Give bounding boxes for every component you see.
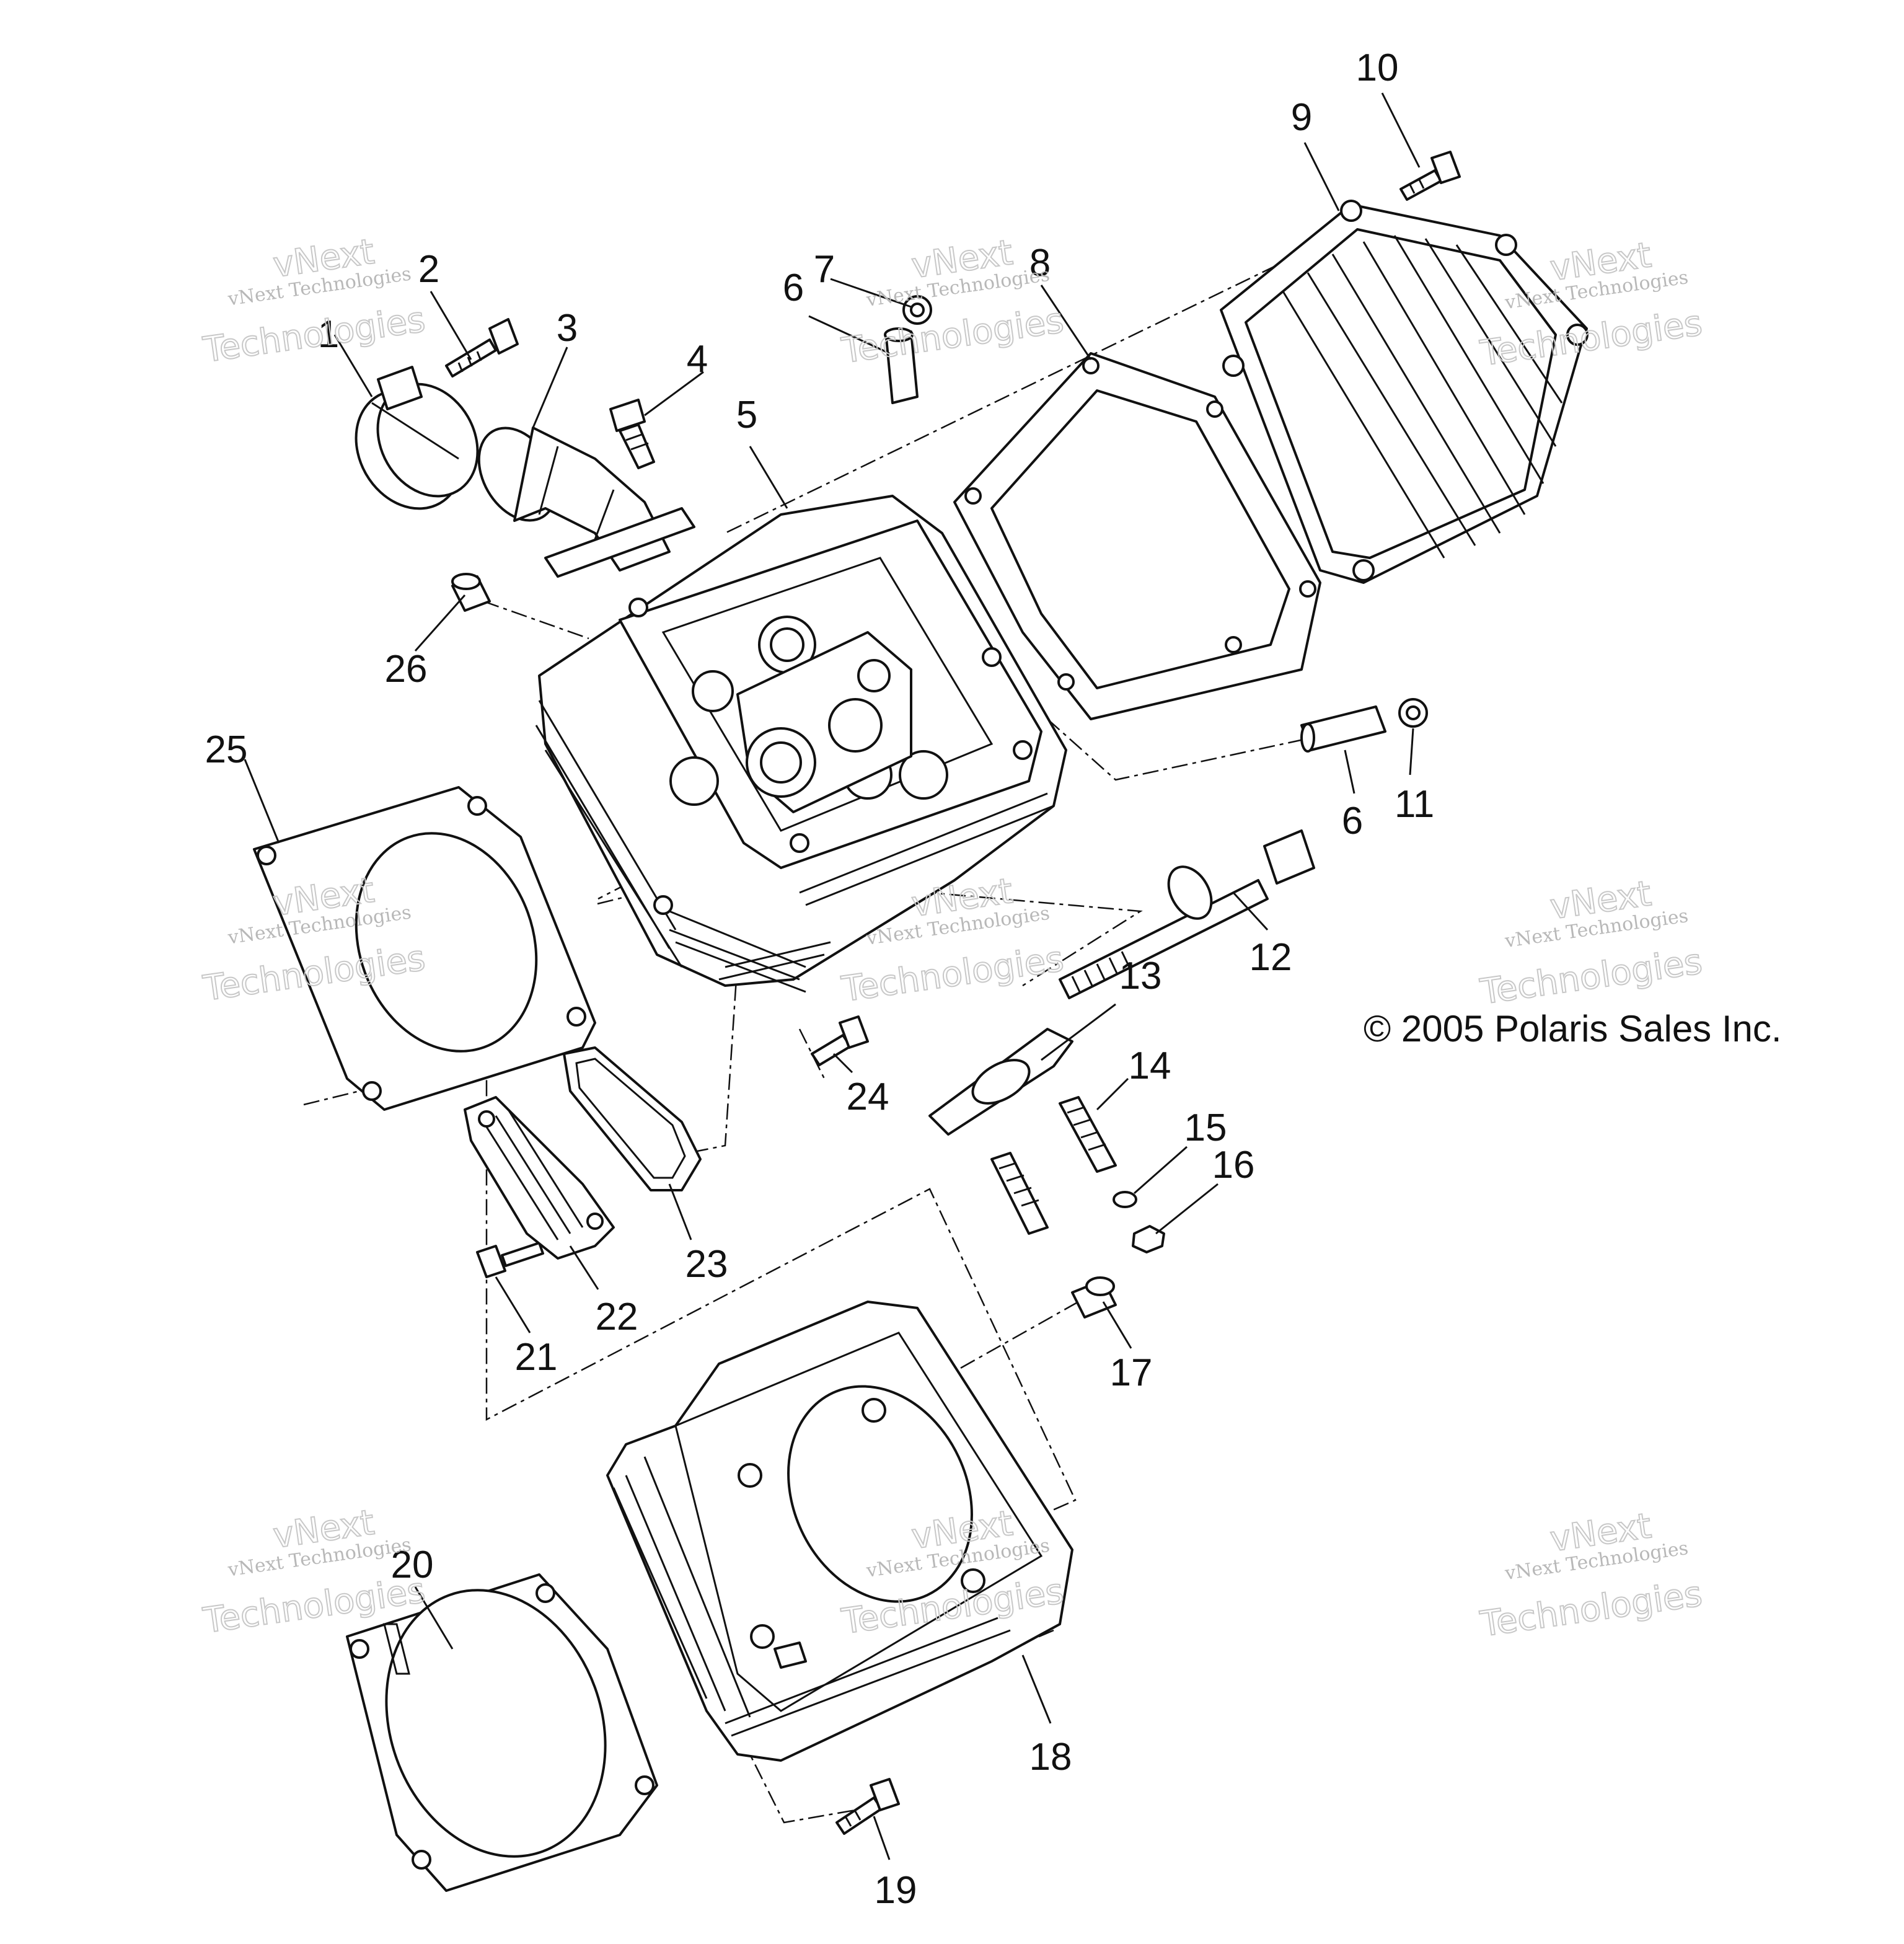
callout-8: 8: [1029, 242, 1051, 285]
callout-9: 9: [1291, 96, 1312, 139]
callout-16: 16: [1212, 1144, 1255, 1186]
callout-6-upper: 6: [783, 267, 804, 309]
callout-7: 7: [814, 248, 835, 291]
callout-6-lower: 6: [1342, 800, 1363, 842]
callout-1: 1: [318, 313, 339, 356]
callout-25: 25: [205, 728, 248, 771]
part-23-cover-gasket: [563, 1046, 702, 1191]
copyright-notice: © 2005 Polaris Sales Inc.: [1364, 1008, 1782, 1049]
part-19-bolt: [835, 1778, 900, 1835]
watermark-bottom-right: vNext Technologies vNext Technologies: [1477, 1505, 1705, 1645]
watermark-top-left: vNext Technologies vNext Technologies: [200, 231, 428, 371]
part-24-bolt: [811, 1015, 869, 1066]
callout-2: 2: [418, 248, 439, 291]
callout-18: 18: [1029, 1736, 1072, 1778]
part-11-nut: [1398, 698, 1428, 728]
callout-22: 22: [596, 1296, 638, 1338]
callout-20: 20: [391, 1544, 434, 1586]
callout-19: 19: [875, 1869, 917, 1912]
callout-14: 14: [1129, 1045, 1171, 1087]
part-5-cylinder-head: [535, 495, 1067, 993]
part-14-stud: [990, 1096, 1117, 1235]
callout-5: 5: [736, 394, 757, 436]
part-2-clamp-screw: [445, 318, 519, 378]
part-17-dowel: [1071, 1276, 1117, 1319]
callout-21: 21: [515, 1336, 558, 1379]
part-15-washer: [1113, 1191, 1137, 1208]
callouts: 1 2 3 4 5 6 7 8 9 10 6 11 12 13 14 15 16…: [205, 46, 1435, 1912]
callout-17: 17: [1110, 1351, 1153, 1394]
watermark-text: Technologies: [1478, 942, 1704, 1013]
watermark-middle-right: vNext Technologies vNext Technologies: [1477, 873, 1705, 1013]
leader-lines: [244, 92, 1421, 1860]
callout-26: 26: [385, 648, 428, 691]
part-13-exhaust-flange: [928, 1028, 1073, 1136]
watermark-text: Technologies: [201, 299, 428, 371]
part-22-cover: [464, 1096, 615, 1260]
callout-3: 3: [557, 307, 578, 350]
callout-11: 11: [1395, 783, 1434, 826]
watermark-text: Technologies: [839, 939, 1066, 1010]
part-8-valve-cover-gasket: [953, 352, 1321, 720]
callout-4: 4: [687, 338, 708, 381]
part-1-hose-clamp: [355, 366, 479, 510]
callout-12: 12: [1250, 936, 1292, 979]
watermark-text: Technologies: [1478, 1574, 1704, 1645]
part-25-head-gasket: [253, 786, 596, 1111]
part-10-cover-bolt: [1399, 151, 1461, 201]
callout-23: 23: [685, 1243, 728, 1286]
part-7-plug: [902, 295, 932, 325]
part-9-valve-cover: [1220, 200, 1589, 584]
callout-15: 15: [1184, 1107, 1227, 1149]
part-6-dowel-pin-lower: [1300, 705, 1386, 753]
part-21-bolt: [476, 1242, 544, 1278]
part-26-dowel: [451, 573, 491, 612]
part-4-bolt: [609, 399, 655, 469]
part-12-long-bolt: [1059, 829, 1315, 999]
callout-24: 24: [847, 1076, 889, 1118]
part-18-cylinder: [606, 1301, 1073, 1762]
part-6-dowel-pin-upper: [884, 327, 919, 404]
watermark-text: Technologies: [839, 301, 1066, 372]
part-3-intake-boot: [477, 426, 695, 578]
callout-13: 13: [1119, 955, 1162, 997]
callout-10: 10: [1356, 46, 1399, 89]
part-20-base-gasket: [346, 1573, 658, 1892]
